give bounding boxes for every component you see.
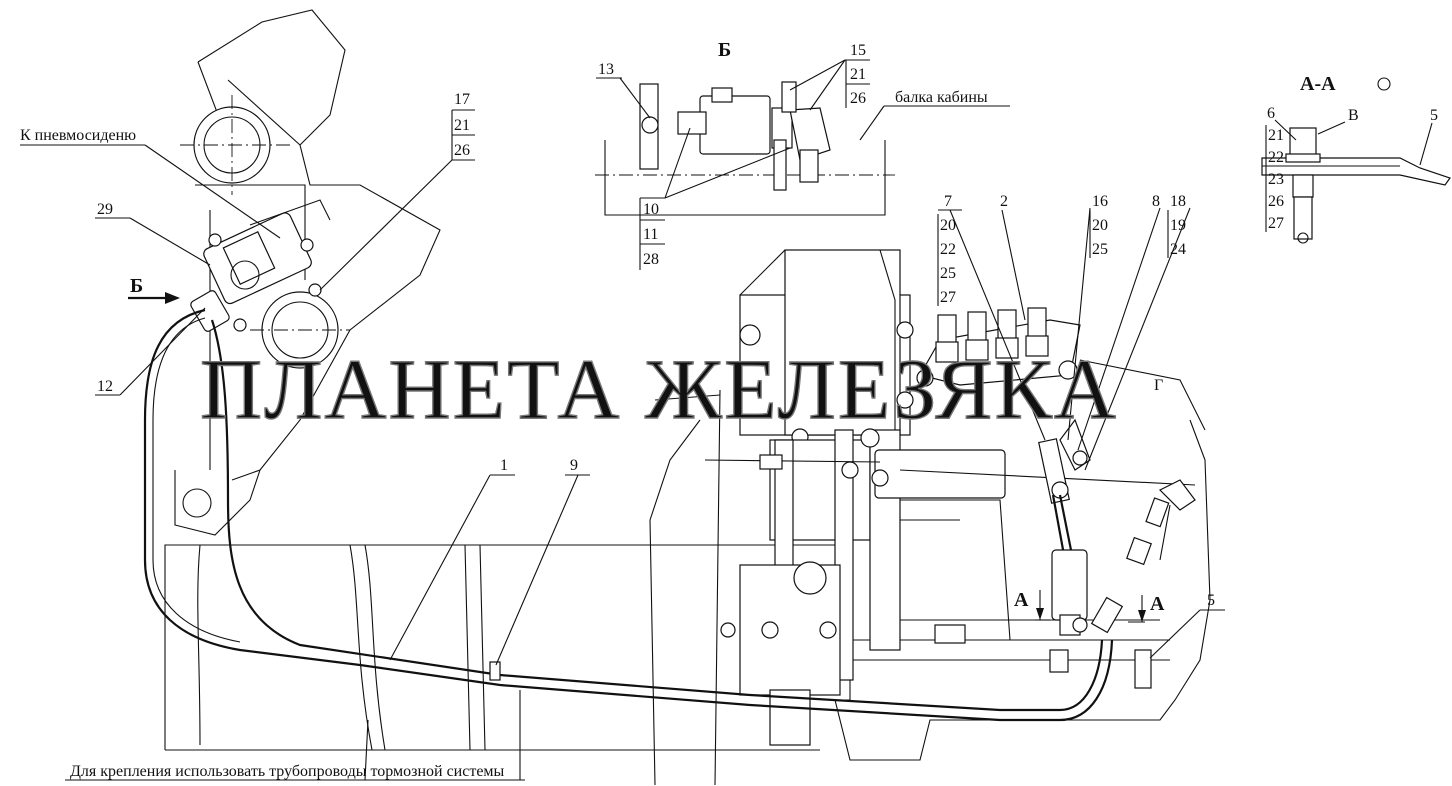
label-v: В xyxy=(1348,107,1359,124)
label-cab-beam: балка кабины xyxy=(895,89,988,106)
callout-6-23: 23 xyxy=(1268,171,1284,188)
callout-18-24: 24 xyxy=(1170,241,1186,258)
callout-6: 6 xyxy=(1267,105,1275,122)
label-pneumoseat: К пневмосиденю xyxy=(20,127,136,144)
callout-17-26: 26 xyxy=(454,142,470,159)
callout-6-26: 26 xyxy=(1268,193,1284,210)
stack-15: 15 21 26 xyxy=(845,42,870,108)
callout-7-20: 20 xyxy=(940,217,956,234)
callout-18-19: 19 xyxy=(1170,217,1186,234)
callout-15-21: 21 xyxy=(850,66,866,83)
callout-7-22: 22 xyxy=(940,241,956,258)
fastening-note: Для крепления использовать трубопроводы … xyxy=(70,763,505,780)
callout-1: 1 xyxy=(500,457,508,474)
stack-17: 17 21 26 xyxy=(451,91,475,160)
callout-labels: К пневмосиденю 29 12 Б 17 21 26 Б 13 15 … xyxy=(20,39,1438,780)
label-g: Г xyxy=(1154,377,1163,394)
section-a-right: А xyxy=(1150,593,1165,615)
section-aa xyxy=(1261,77,1451,244)
callout-16: 16 xyxy=(1092,193,1108,210)
callout-2: 2 xyxy=(1000,193,1008,210)
callout-6-22: 22 xyxy=(1268,149,1284,166)
callout-16-25: 25 xyxy=(1092,241,1108,258)
valve-distributor xyxy=(916,307,1206,431)
stack-6: 21 22 23 26 27 xyxy=(1265,125,1284,232)
callout-17-21: 21 xyxy=(454,117,470,134)
callout-7-25: 25 xyxy=(940,265,956,282)
callout-7-27: 27 xyxy=(940,289,956,306)
callout-12: 12 xyxy=(97,378,113,395)
stack-16: 16 20 25 xyxy=(1089,193,1108,258)
section-a-left: А xyxy=(1014,589,1029,611)
callout-17: 17 xyxy=(454,91,470,108)
callout-18: 18 xyxy=(1170,193,1186,210)
callout-10-28: 28 xyxy=(643,251,659,268)
callout-15: 15 xyxy=(850,42,866,59)
stack-18: 18 19 24 xyxy=(1167,193,1186,258)
brake-valve-29 xyxy=(190,199,331,332)
view-b-detail xyxy=(595,81,895,216)
callout-6-21: 21 xyxy=(1268,127,1284,144)
callout-10-11: 11 xyxy=(643,226,658,243)
callout-5-bottom: 5 xyxy=(1207,592,1215,609)
linkage-lever xyxy=(899,418,1196,689)
callout-10: 10 xyxy=(643,201,659,218)
callout-29: 29 xyxy=(97,201,113,218)
callout-5-top: 5 xyxy=(1430,107,1438,124)
stack-7: 20 22 25 27 xyxy=(937,214,956,306)
view-b-arrow-label: Б xyxy=(130,275,143,297)
callout-13: 13 xyxy=(598,61,614,78)
leader-lines xyxy=(20,59,1433,781)
callout-7: 7 xyxy=(944,193,952,210)
callout-15-26: 26 xyxy=(850,90,866,107)
callout-16-20: 20 xyxy=(1092,217,1108,234)
callout-6-27: 27 xyxy=(1268,215,1284,232)
watermark: ПЛАНЕТА ЖЕЛЕЗЯКА xyxy=(200,341,1118,437)
callout-9: 9 xyxy=(570,457,578,474)
stack-10: 10 11 28 xyxy=(639,198,665,270)
pneumatic-tube xyxy=(143,308,1114,722)
callout-8: 8 xyxy=(1152,193,1160,210)
section-aa-title: А-А xyxy=(1300,73,1336,95)
central-mechanism xyxy=(649,249,1011,786)
view-b-title: Б xyxy=(718,39,731,61)
